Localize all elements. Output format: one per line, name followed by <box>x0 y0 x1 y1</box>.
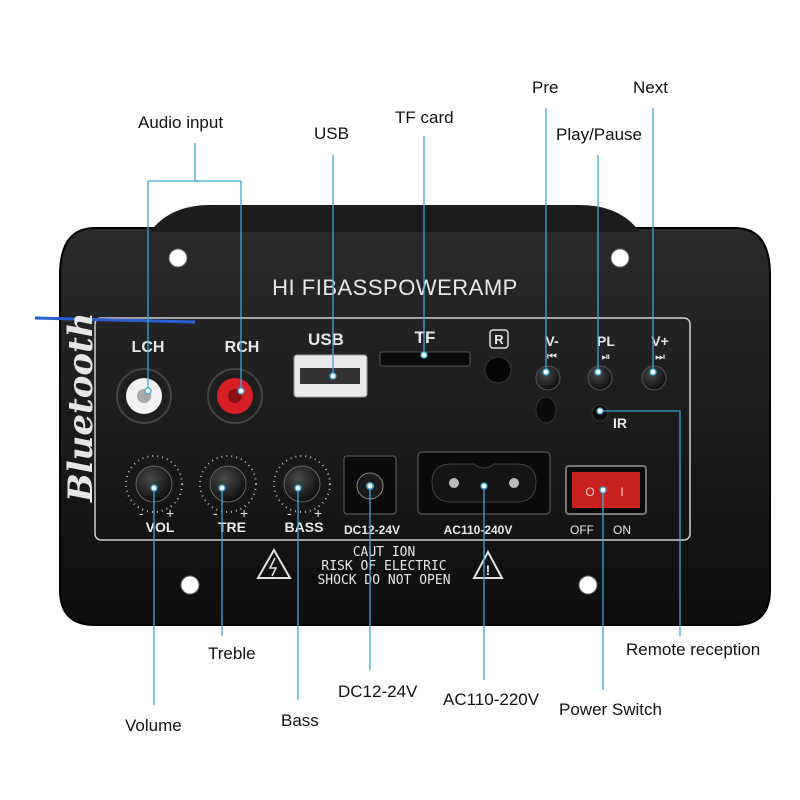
pre-button[interactable] <box>535 365 561 391</box>
dc-label: DC12-24V <box>344 523 400 537</box>
treble-knob-group <box>199 455 257 513</box>
ac-callout: AC110-220V <box>443 690 540 709</box>
off-label: OFF <box>570 523 594 537</box>
warning-icon <box>256 547 292 579</box>
remote-badge <box>489 329 509 349</box>
vol-label: VOL <box>146 519 175 535</box>
leader-dot <box>150 484 158 492</box>
mounting-hole <box>180 575 200 595</box>
audio-input-callout: Audio input <box>138 113 224 132</box>
leader-dot <box>599 486 607 494</box>
bass-minus: - <box>287 505 292 521</box>
leader-dot <box>144 387 152 395</box>
mounting-hole <box>168 248 188 268</box>
antenna-wire <box>34 316 196 324</box>
prev-icon: ⏮ <box>547 351 557 363</box>
caution-line-2: RISK OF ELECTRIC <box>321 559 446 574</box>
ac-label: AC110-240V <box>444 523 513 537</box>
bass-knob[interactable] <box>283 465 321 503</box>
tre-label: TRE <box>218 519 246 535</box>
panel-frame <box>94 317 691 541</box>
leader-dot <box>329 372 337 380</box>
play-pause-button[interactable] <box>587 365 613 391</box>
leader-audio-input <box>147 143 242 391</box>
pre-callout: Pre <box>532 78 559 97</box>
bass-knob-group <box>273 455 331 513</box>
leader-dot <box>542 368 550 376</box>
warning-icon-bolt <box>268 557 278 577</box>
leader-remote <box>600 410 681 636</box>
warning-icon <box>472 549 504 579</box>
leader-dot <box>594 368 602 376</box>
tf-card-callout: TF card <box>395 108 454 127</box>
leader-dot <box>218 484 226 492</box>
switch-o-mark: O <box>585 485 594 499</box>
bass-knob-dial <box>273 455 331 513</box>
next-button[interactable] <box>641 365 667 391</box>
volume-callout: Volume <box>125 716 182 735</box>
volume-knob-dial <box>125 455 183 513</box>
amplifier-board <box>59 227 771 626</box>
dc-callout: DC12-24V <box>338 682 418 701</box>
next-callout: Next <box>633 78 668 97</box>
leader-dot <box>420 351 428 359</box>
status-led <box>535 396 557 424</box>
remote-badge-letter: R <box>494 332 504 347</box>
mounting-hole <box>610 248 630 268</box>
power-switch-callout: Power Switch <box>559 700 662 719</box>
next-icon: ⏭ <box>655 351 665 363</box>
treble-knob-dial <box>199 455 257 513</box>
bass-callout: Bass <box>281 711 319 730</box>
on-label: ON <box>613 523 631 537</box>
caution-line-3: SHOCK DO NOT OPEN <box>317 573 450 588</box>
ir-label: IR <box>613 415 627 431</box>
play-pause-callout: Play/Pause <box>556 125 642 144</box>
tre-plus: + <box>240 505 248 521</box>
leader-dot <box>294 484 302 492</box>
leader-dot <box>366 482 374 490</box>
treble-knob[interactable] <box>209 465 247 503</box>
warning-icon-mark: ! <box>486 562 491 578</box>
tf-label: TF <box>415 328 436 347</box>
v-minus-label: V- <box>545 333 559 349</box>
leader-dot <box>596 407 604 415</box>
remote-reception-callout: Remote reception <box>626 640 761 659</box>
leader-dot <box>649 368 657 376</box>
usb-label: USB <box>308 330 344 349</box>
caution-line-1: CAUT ION <box>353 545 416 560</box>
play-pause-icon: ⏯ <box>602 351 611 363</box>
ac-pin-left <box>449 478 459 488</box>
usb-callout: USB <box>314 124 349 143</box>
vol-plus: + <box>166 505 174 521</box>
ir-receiver <box>484 356 512 384</box>
mounting-hole <box>578 575 598 595</box>
pl-label: PL <box>597 333 615 349</box>
bass-plus: + <box>314 505 322 521</box>
ac-pin-right <box>509 478 519 488</box>
tre-minus: - <box>213 505 218 521</box>
switch-i-mark: I <box>620 485 623 499</box>
panel-title: HI FIBASSPOWERAMP <box>272 275 518 300</box>
board-center-tab <box>150 205 640 232</box>
vol-minus: - <box>139 505 144 521</box>
treble-callout: Treble <box>208 644 256 663</box>
bluetooth-logo-text: Bluetooth <box>61 313 101 504</box>
v-plus-label: V+ <box>651 333 669 349</box>
leader-dot <box>480 482 488 490</box>
rch-label: RCH <box>225 339 260 356</box>
leader-dot <box>237 387 245 395</box>
bass-label: BASS <box>285 519 324 535</box>
